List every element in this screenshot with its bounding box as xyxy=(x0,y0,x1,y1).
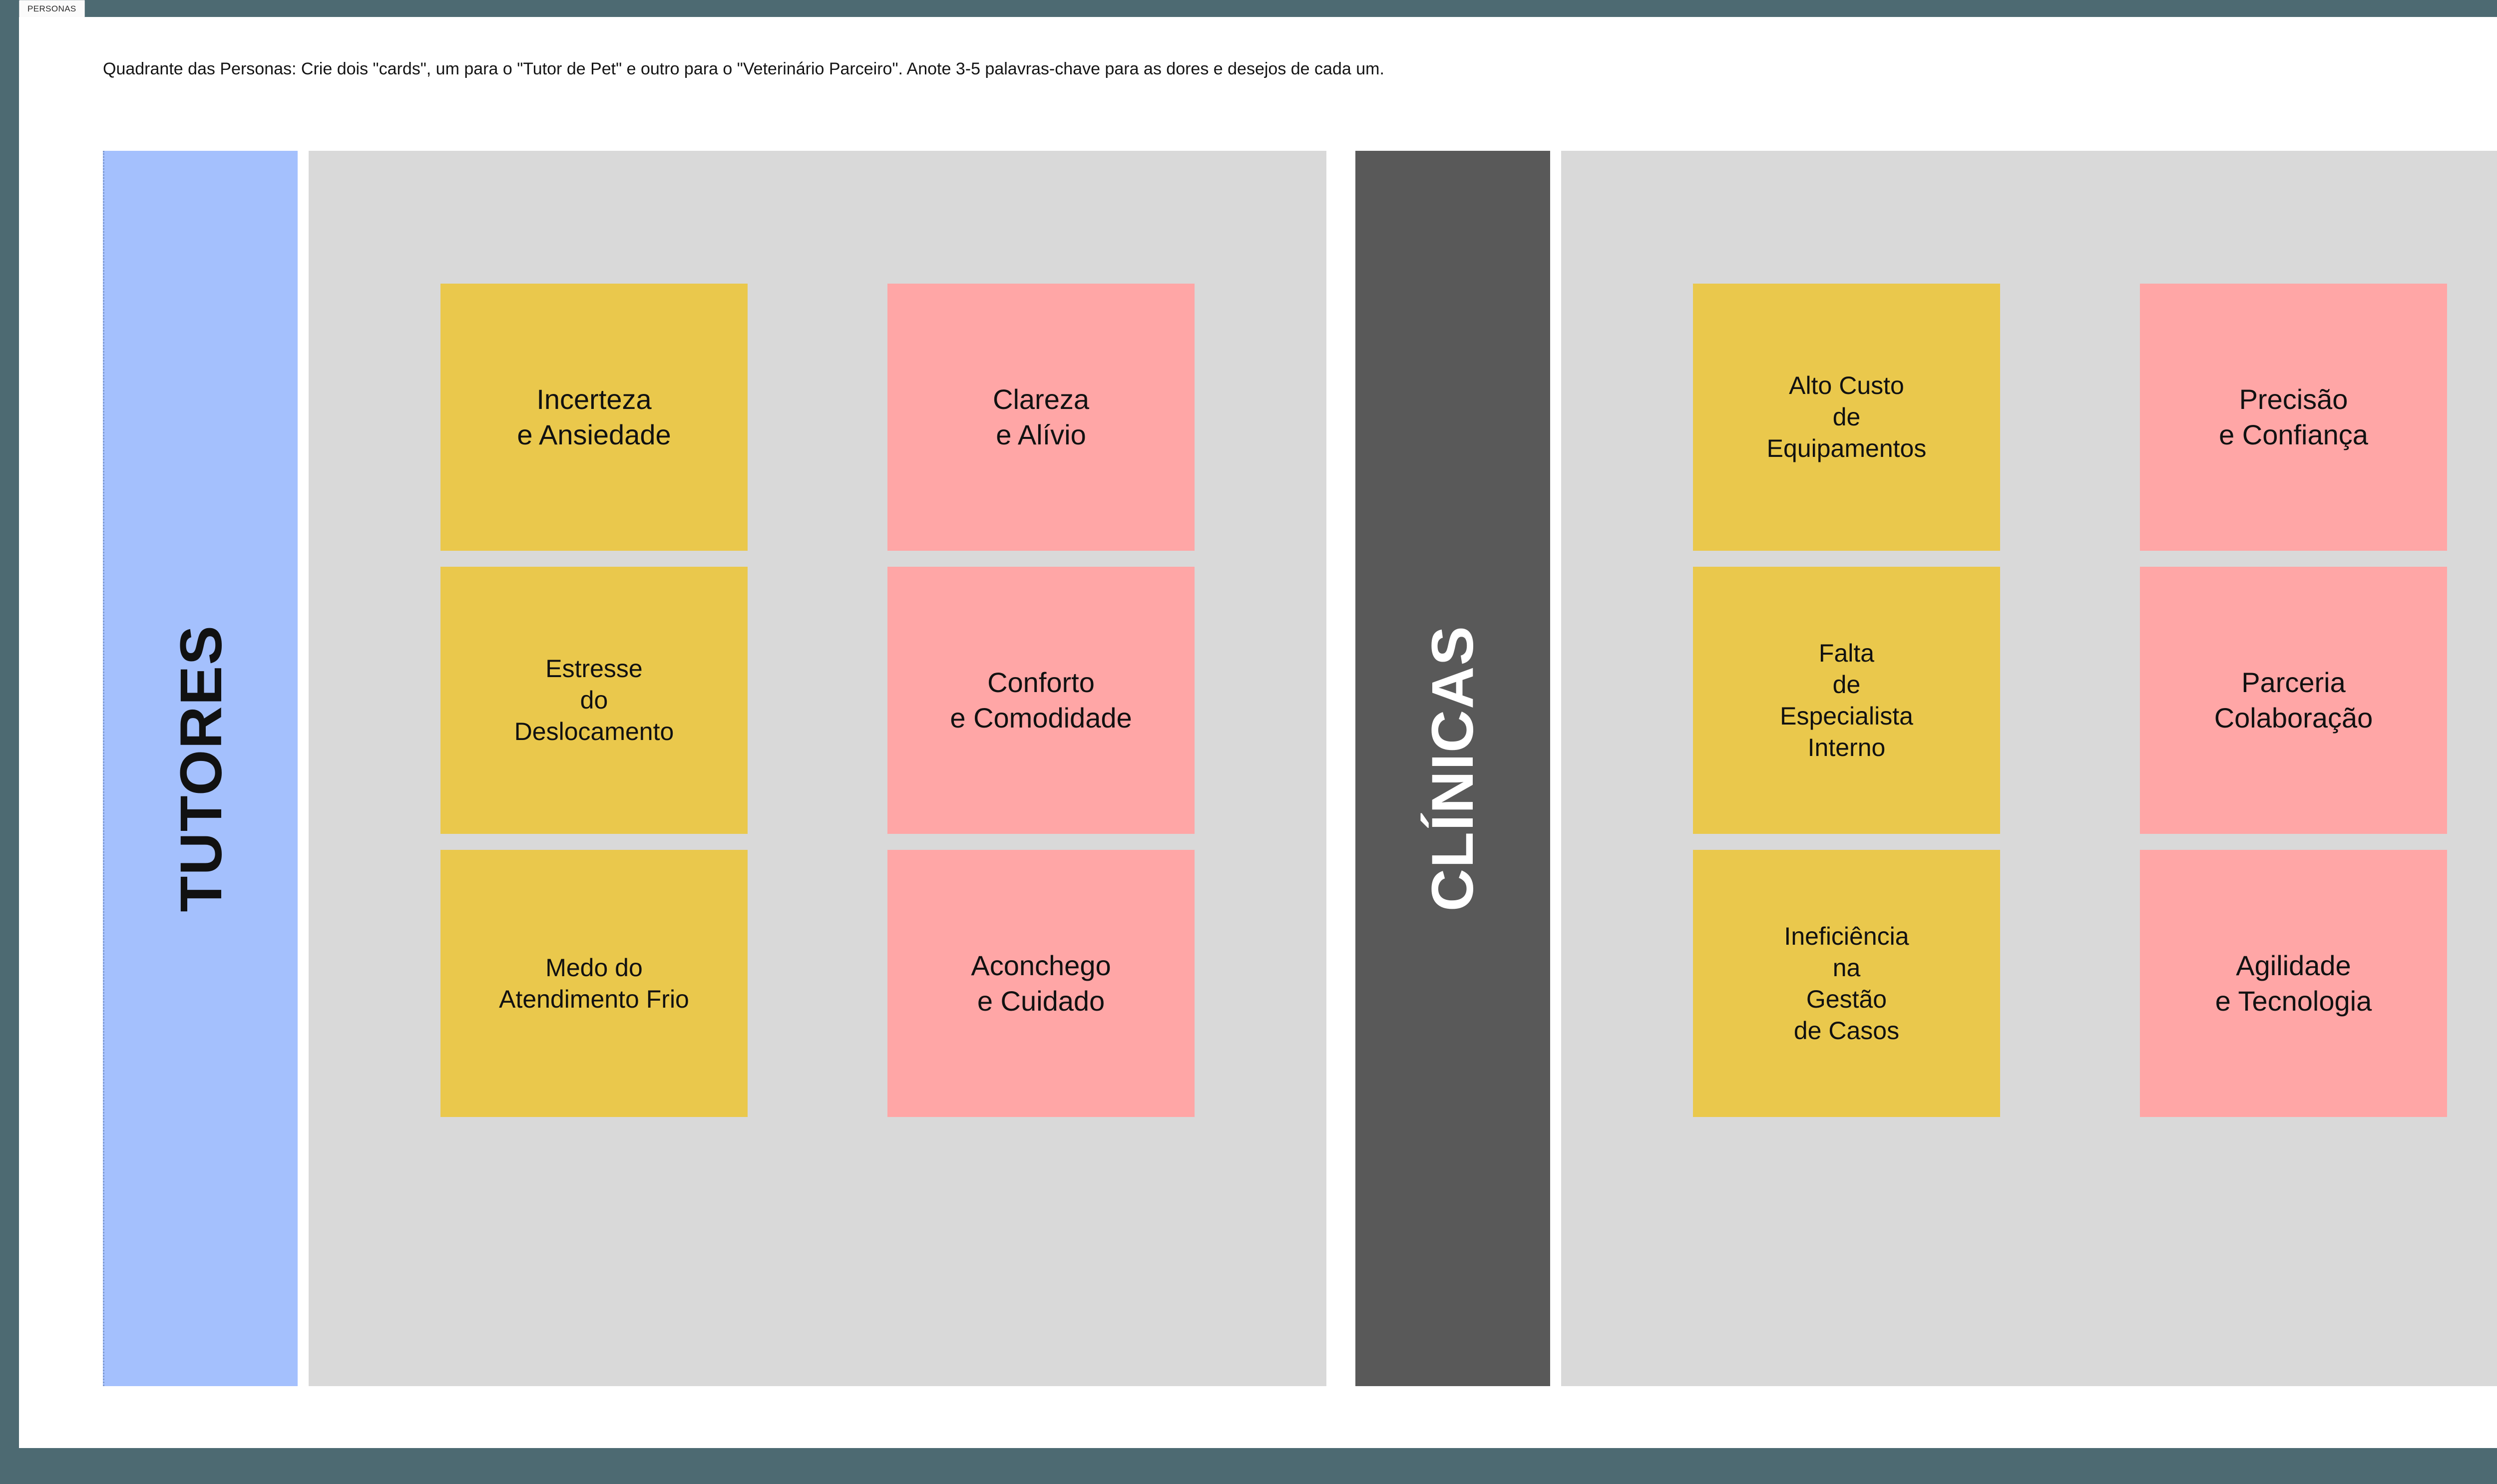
card-gain-clinicas-2-text: Parceria Colaboração xyxy=(2214,666,2373,734)
card-gain-tutores-1[interactable]: Clareza e Alívio xyxy=(887,284,1195,551)
card-pain-clinicas-1-text: Alto Custo de Equipamentos xyxy=(1766,371,1927,462)
card-gain-tutores-2-text: Conforto e Comodidade xyxy=(950,666,1132,734)
gains-column-clinicas: Precisão e Confiança Parceria Colaboraçã… xyxy=(2140,284,2447,1386)
tab-strip: PERSONAS xyxy=(0,0,85,21)
card-gain-tutores-1-text: Clareza e Alívio xyxy=(993,383,1089,450)
card-gain-tutores-2[interactable]: Conforto e Comodidade xyxy=(887,567,1195,834)
card-gain-tutores-3-text: Aconchego e Cuidado xyxy=(971,949,1111,1017)
card-pain-tutores-2[interactable]: Estresse do Deslocamento xyxy=(440,567,748,834)
pains-column-tutores: Incerteza e Ansiedade Estresse do Desloc… xyxy=(440,284,748,1386)
card-gain-tutores-3[interactable]: Aconchego e Cuidado xyxy=(887,850,1195,1117)
card-gain-clinicas-1-text: Precisão e Confiança xyxy=(2219,383,2368,450)
card-pain-tutores-1[interactable]: Incerteza e Ansiedade xyxy=(440,284,748,551)
card-pain-clinicas-2-text: Falta de Especialista Interno xyxy=(1780,639,1913,761)
card-gain-clinicas-1[interactable]: Precisão e Confiança xyxy=(2140,284,2447,551)
card-pain-clinicas-3-text: Ineficiência na Gestão de Casos xyxy=(1784,922,1909,1045)
card-pain-clinicas-2[interactable]: Falta de Especialista Interno xyxy=(1693,567,2000,834)
card-pain-tutores-3[interactable]: Medo do Atendimento Frio xyxy=(440,850,748,1117)
field-clinicas: Alto Custo de Equipamentos Falta de Espe… xyxy=(1561,151,2497,1386)
tab-personas[interactable]: PERSONAS xyxy=(19,0,85,17)
instruction-text: Quadrante das Personas: Crie dois "cards… xyxy=(103,59,1384,78)
label-tutores: TUTORES xyxy=(168,625,234,912)
group-clinicas: CLÍNICAS Alto Custo de Equipamentos Falt… xyxy=(1355,151,2497,1386)
card-pain-clinicas-3[interactable]: Ineficiência na Gestão de Casos xyxy=(1693,850,2000,1117)
label-strip-clinicas[interactable]: CLÍNICAS xyxy=(1355,151,1550,1386)
slide-canvas[interactable]: Quadrante das Personas: Crie dois "cards… xyxy=(19,17,2497,1448)
card-gain-clinicas-2[interactable]: Parceria Colaboração xyxy=(2140,567,2447,834)
label-strip-tutores[interactable]: TUTORES xyxy=(103,151,298,1386)
card-columns-tutores: Incerteza e Ansiedade Estresse do Desloc… xyxy=(309,151,1326,1386)
gains-column-tutores: Clareza e Alívio Conforto e Comodidade A… xyxy=(887,284,1195,1386)
card-pain-tutores-1-text: Incerteza e Ansiedade xyxy=(517,383,671,450)
card-pain-tutores-3-text: Medo do Atendimento Frio xyxy=(499,953,689,1013)
card-columns-clinicas: Alto Custo de Equipamentos Falta de Espe… xyxy=(1561,151,2497,1386)
label-clinicas: CLÍNICAS xyxy=(1420,625,1486,912)
card-pain-tutores-2-text: Estresse do Deslocamento xyxy=(514,655,674,745)
tab-personas-label: PERSONAS xyxy=(27,3,76,13)
pains-column-clinicas: Alto Custo de Equipamentos Falta de Espe… xyxy=(1693,284,2000,1386)
field-tutores: Incerteza e Ansiedade Estresse do Desloc… xyxy=(309,151,1326,1386)
group-tutores: TUTORES Incerteza e Ansiedade Estresse d… xyxy=(103,151,1326,1386)
card-pain-clinicas-1[interactable]: Alto Custo de Equipamentos xyxy=(1693,284,2000,551)
card-gain-clinicas-3[interactable]: Agilidade e Tecnologia xyxy=(2140,850,2447,1117)
card-gain-clinicas-3-text: Agilidade e Tecnologia xyxy=(2215,949,2372,1017)
personas-board: TUTORES Incerteza e Ansiedade Estresse d… xyxy=(103,151,2497,1386)
